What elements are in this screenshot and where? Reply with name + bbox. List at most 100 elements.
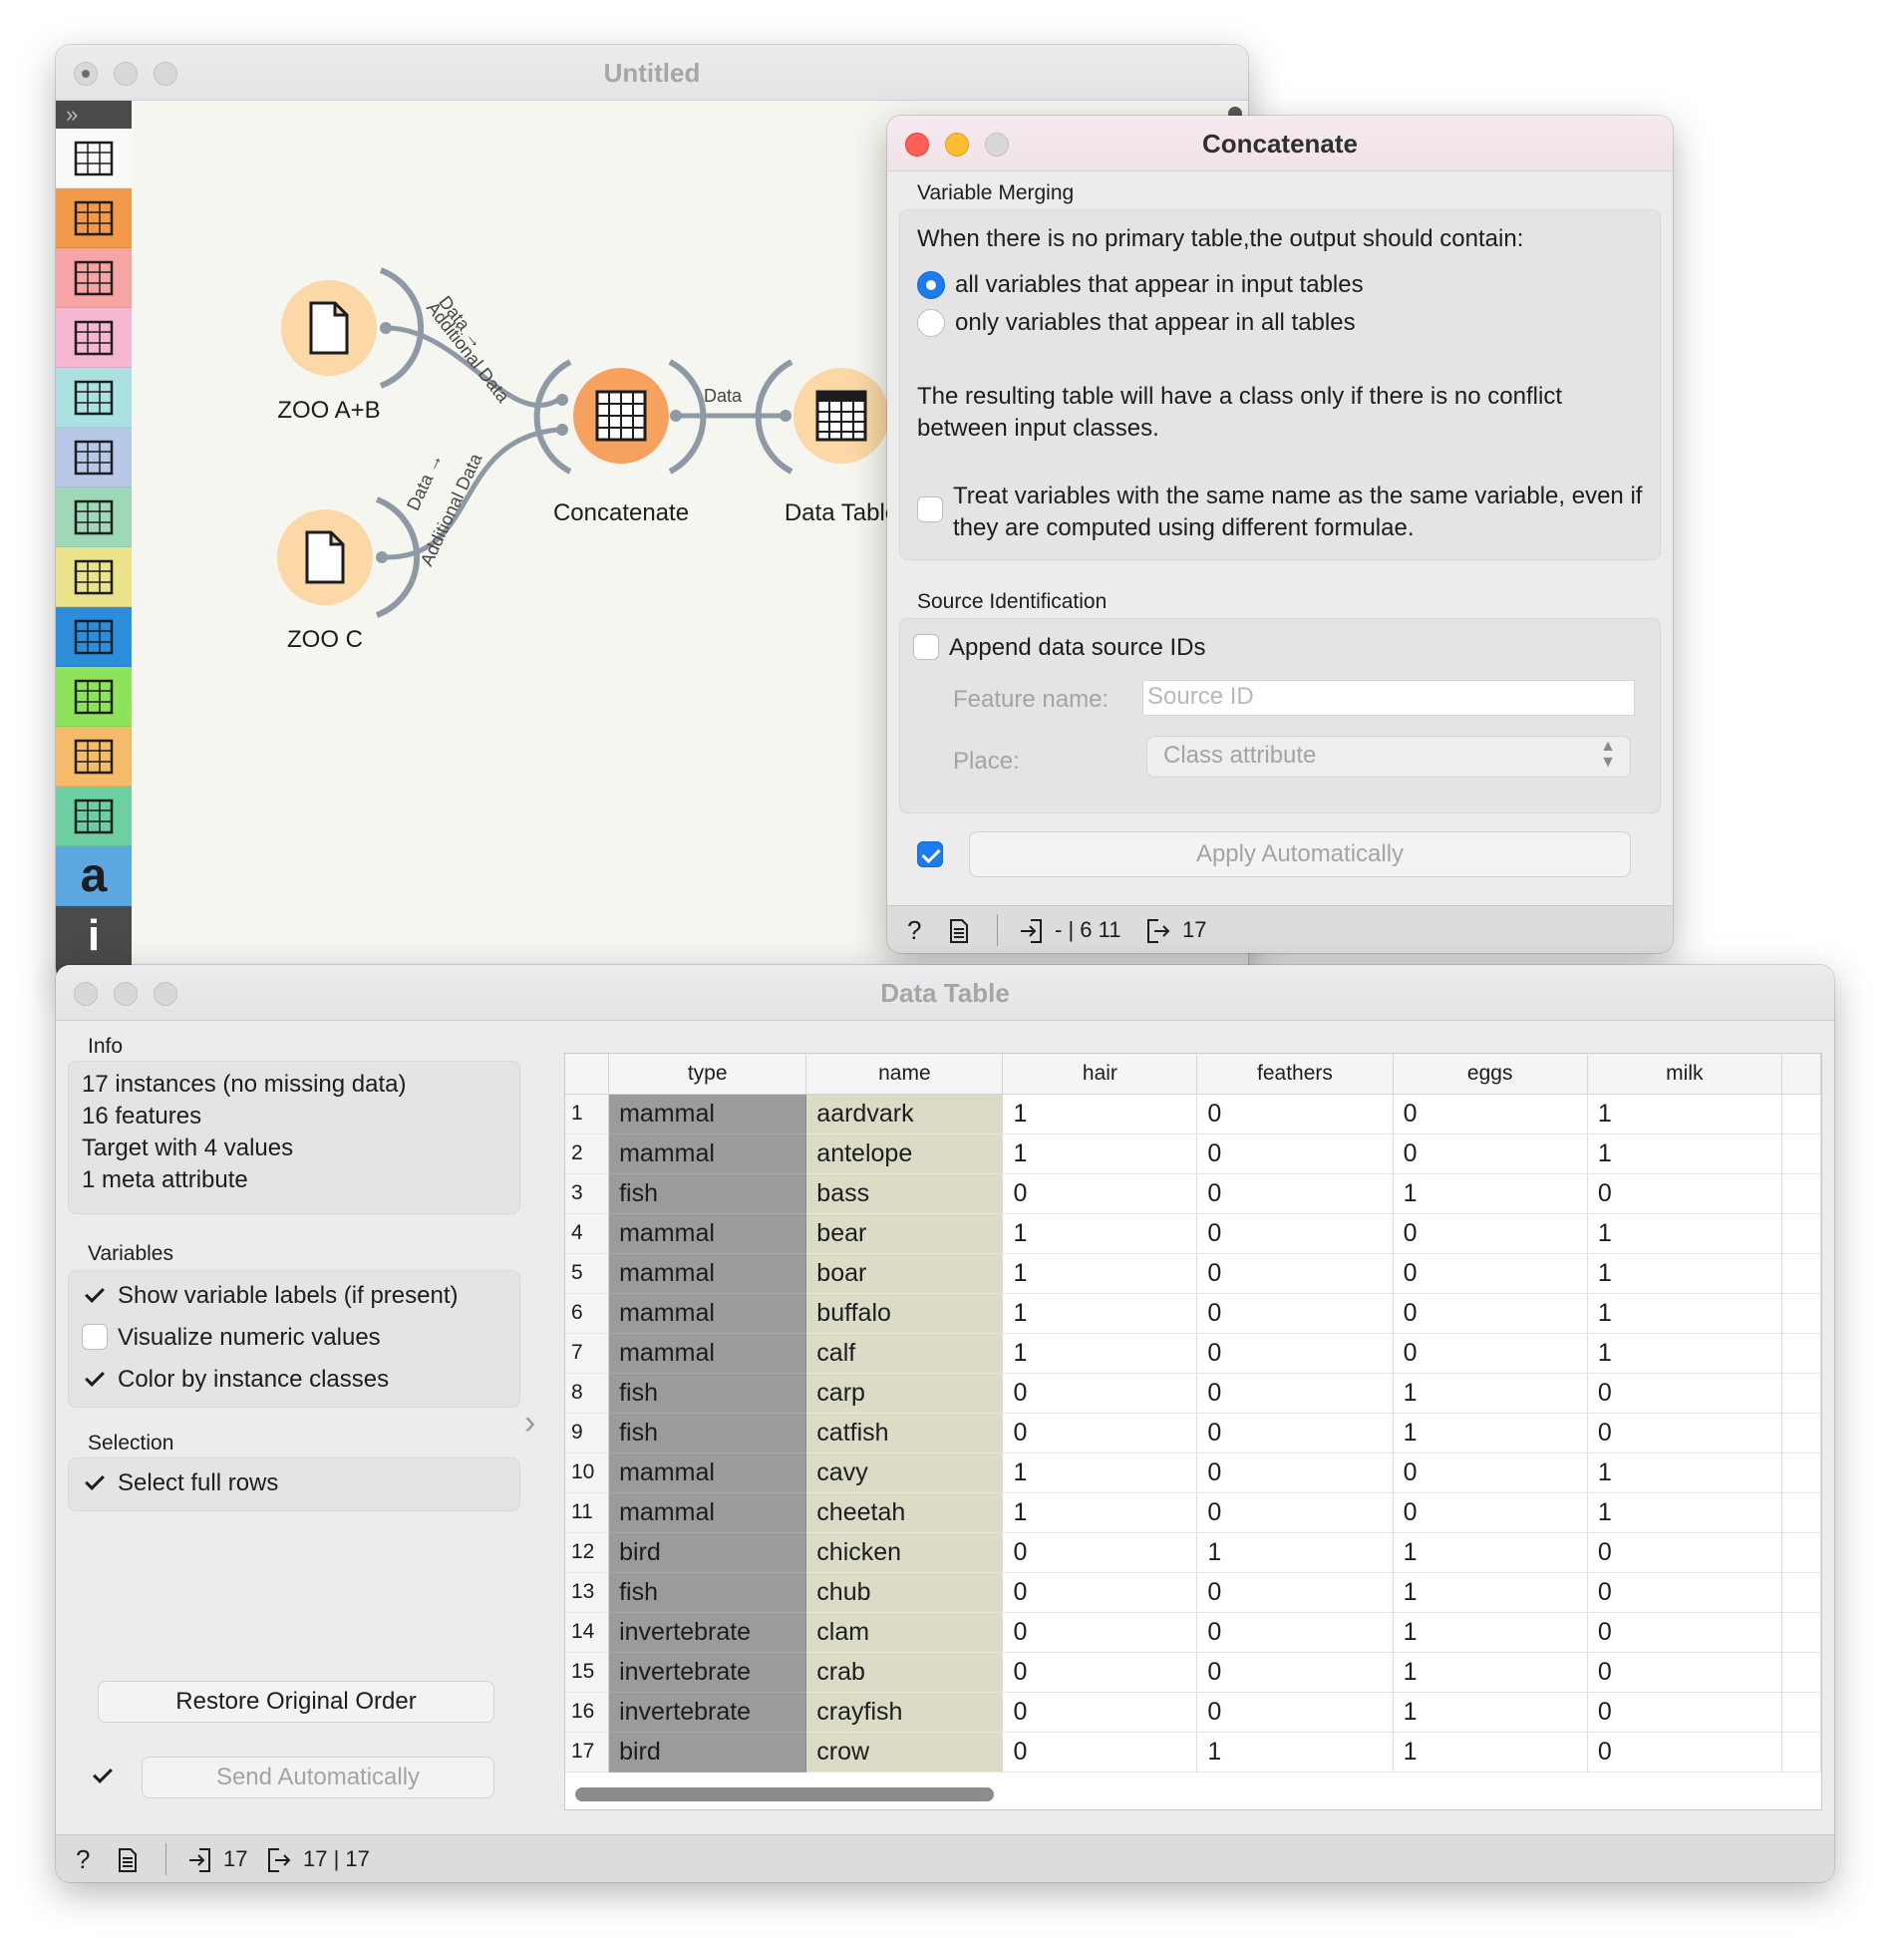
toolbar-category-evaluate[interactable]: [56, 368, 132, 428]
table-cell[interactable]: mammal: [608, 1253, 807, 1294]
table-cell[interactable]: 0: [1196, 1213, 1394, 1254]
minimize-button[interactable]: [114, 62, 138, 86]
column-header[interactable]: name: [805, 1054, 1004, 1095]
table-cell[interactable]: 0: [1393, 1253, 1588, 1294]
table-cell[interactable]: mammal: [608, 1133, 807, 1174]
table-cell[interactable]: 1: [1587, 1293, 1782, 1334]
visualize-checkbox[interactable]: [82, 1324, 108, 1350]
table-cell[interactable]: invertebrate: [608, 1652, 807, 1693]
table-cell[interactable]: 1: [1393, 1652, 1588, 1693]
zoom-button[interactable]: [154, 62, 177, 86]
table-cell[interactable]: 0: [1587, 1413, 1782, 1454]
table-cell[interactable]: 1: [1393, 1413, 1588, 1454]
table-cell[interactable]: crow: [805, 1732, 1004, 1773]
table-cell[interactable]: 0: [1002, 1532, 1198, 1573]
table-cell[interactable]: boar: [805, 1253, 1004, 1294]
apply-automatically-button[interactable]: Apply Automatically: [969, 831, 1631, 877]
table-cell[interactable]: 0: [1196, 1133, 1394, 1174]
show-labels-checkbox[interactable]: [82, 1282, 108, 1308]
table-cell[interactable]: bird: [608, 1732, 807, 1773]
column-header[interactable]: milk: [1587, 1054, 1782, 1095]
radio-common-variables[interactable]: [917, 309, 945, 337]
table-cell[interactable]: 0: [1196, 1333, 1394, 1374]
table-cell[interactable]: 0: [1002, 1173, 1198, 1214]
toolbar-category-image-analytics[interactable]: [56, 547, 132, 607]
table-cell[interactable]: 0: [1196, 1692, 1394, 1733]
table-cell[interactable]: 0: [1587, 1692, 1782, 1733]
report-icon[interactable]: [118, 1835, 138, 1882]
table-cell[interactable]: 0: [1587, 1652, 1782, 1693]
table-cell[interactable]: 1: [1393, 1373, 1588, 1414]
append-source-ids-checkbox[interactable]: [913, 634, 939, 660]
table-cell[interactable]: 0: [1196, 1413, 1394, 1454]
table-cell[interactable]: 1: [1393, 1532, 1588, 1573]
table-cell[interactable]: 0: [1196, 1094, 1394, 1134]
toolbar-category-visualize[interactable]: [56, 248, 132, 308]
row-header[interactable]: 14: [565, 1612, 610, 1653]
color-by-class-checkbox[interactable]: [82, 1366, 108, 1392]
table-cell[interactable]: 1: [1002, 1492, 1198, 1533]
send-automatically-button[interactable]: Send Automatically: [142, 1757, 494, 1798]
table-cell[interactable]: 1: [1587, 1133, 1782, 1174]
zoom-button[interactable]: [985, 133, 1009, 157]
row-header[interactable]: 17: [565, 1732, 610, 1773]
send-automatically-checkbox[interactable]: [90, 1763, 116, 1788]
table-cell[interactable]: 0: [1587, 1373, 1782, 1414]
table-cell[interactable]: 0: [1393, 1333, 1588, 1374]
table-cell[interactable]: 0: [1393, 1293, 1588, 1334]
table-cell[interactable]: 1: [1587, 1213, 1782, 1254]
toolbar-category-timeseries[interactable]: [56, 607, 132, 667]
table-cell[interactable]: fish: [608, 1413, 807, 1454]
toolbar-category-educational[interactable]: [56, 727, 132, 787]
table-cell[interactable]: mammal: [608, 1293, 807, 1334]
row-header[interactable]: 13: [565, 1572, 610, 1613]
table-cell[interactable]: 1: [1002, 1253, 1198, 1294]
close-button[interactable]: [74, 982, 98, 1006]
table-cell[interactable]: invertebrate: [608, 1692, 807, 1733]
table-cell[interactable]: bird: [608, 1532, 807, 1573]
toolbar-category-data[interactable]: [56, 129, 132, 188]
row-header[interactable]: 2: [565, 1133, 610, 1174]
row-header[interactable]: 7: [565, 1333, 610, 1374]
select-full-rows-checkbox[interactable]: [82, 1469, 108, 1495]
table-cell[interactable]: chicken: [805, 1532, 1004, 1573]
apply-automatically-checkbox[interactable]: [917, 841, 943, 867]
table-cell[interactable]: 0: [1587, 1532, 1782, 1573]
table-cell[interactable]: 0: [1587, 1173, 1782, 1214]
table-cell[interactable]: 0: [1587, 1612, 1782, 1653]
table-cell[interactable]: fish: [608, 1373, 807, 1414]
file-widget-zoo-ab[interactable]: [281, 280, 377, 376]
table-cell[interactable]: 1: [1393, 1173, 1588, 1214]
table-cell[interactable]: carp: [805, 1373, 1004, 1414]
column-header[interactable]: eggs: [1393, 1054, 1588, 1095]
radio-all-variables[interactable]: [917, 271, 945, 299]
toolbar-category-model[interactable]: [56, 308, 132, 368]
row-header[interactable]: 5: [565, 1253, 610, 1294]
table-cell[interactable]: 0: [1196, 1293, 1394, 1334]
table-cell[interactable]: 0: [1002, 1572, 1198, 1613]
toolbar-category-prototypes[interactable]: [56, 487, 132, 547]
table-cell[interactable]: 1: [1587, 1453, 1782, 1493]
table-cell[interactable]: 0: [1002, 1652, 1198, 1693]
minimize-button[interactable]: [114, 982, 138, 1006]
table-cell[interactable]: 1: [1002, 1333, 1198, 1374]
table-cell[interactable]: 1: [1196, 1532, 1394, 1573]
treat-same-name-label[interactable]: Treat variables with the same name as th…: [953, 483, 1643, 541]
horizontal-scrollbar[interactable]: [575, 1787, 994, 1801]
table-cell[interactable]: 0: [1393, 1492, 1588, 1533]
toolbar-category-geo[interactable]: [56, 787, 132, 846]
table-cell[interactable]: cheetah: [805, 1492, 1004, 1533]
table-cell[interactable]: mammal: [608, 1333, 807, 1374]
table-cell[interactable]: 0: [1002, 1373, 1198, 1414]
